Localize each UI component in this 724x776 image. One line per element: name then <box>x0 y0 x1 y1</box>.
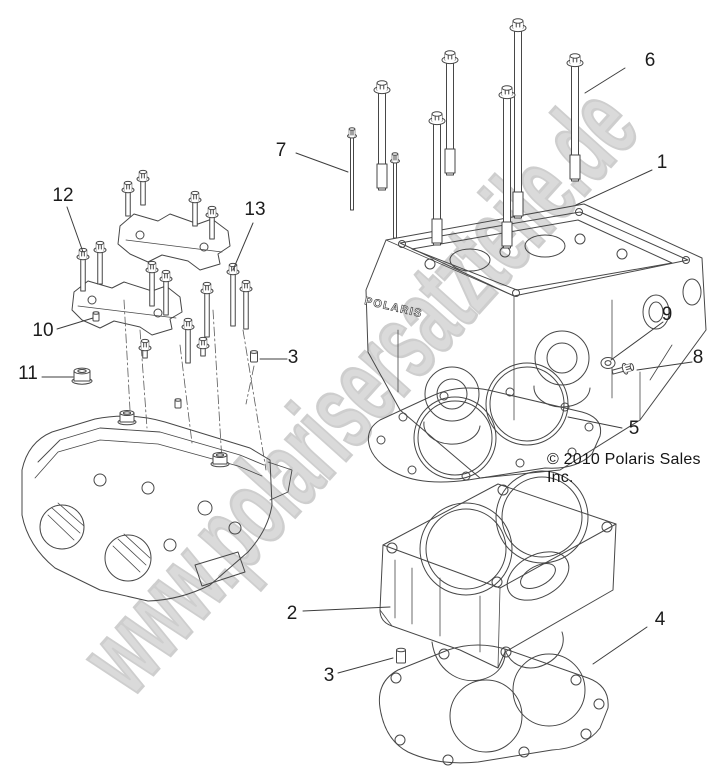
cam-cap-upper-drawing <box>117 213 231 271</box>
copyright-text: © 2010 Polaris Sales Inc. <box>547 451 701 486</box>
callout-2: 2 <box>286 603 298 624</box>
callout-12: 12 <box>52 185 74 206</box>
hardware-fasteners <box>71 18 635 664</box>
callout-3b: 3 <box>323 665 335 686</box>
callout-6: 6 <box>644 50 656 71</box>
base-gasket-drawing <box>378 644 609 766</box>
callout-7: 7 <box>275 140 287 161</box>
callout-4: 4 <box>654 609 666 630</box>
callout-9: 9 <box>661 304 673 325</box>
callout-3a: 3 <box>287 347 299 368</box>
cylinder-head-drawing: POLARIS <box>363 203 707 479</box>
polaris-logo: POLARIS <box>363 295 424 320</box>
callout-1: 1 <box>656 152 668 173</box>
callout-8: 8 <box>692 347 704 368</box>
callout-10: 10 <box>32 320 54 341</box>
head-gasket-drawing <box>367 362 602 483</box>
assembly-axis-lines <box>123 299 267 471</box>
callout-13: 13 <box>244 199 266 220</box>
cylinder-head-bottom-drawing <box>21 415 293 602</box>
cylinder-drawing <box>379 470 617 682</box>
callout-11: 11 <box>18 363 38 384</box>
callout-leader-lines <box>41 67 693 674</box>
cam-cap-lower-drawing <box>71 280 183 336</box>
callout-5: 5 <box>628 418 640 439</box>
